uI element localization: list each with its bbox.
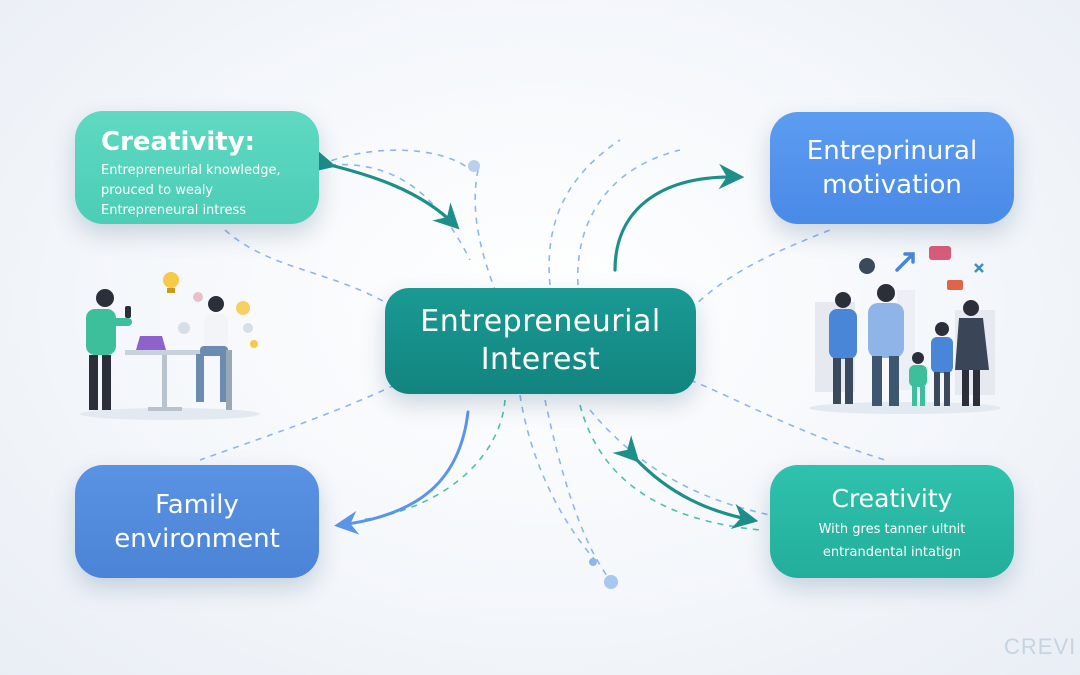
dashed-connector bbox=[319, 149, 471, 171]
node-text-line: Entrepreneural intress bbox=[101, 203, 246, 218]
dashed-connector bbox=[224, 229, 391, 306]
connector-dot bbox=[604, 575, 618, 589]
node-title: Creativity bbox=[831, 483, 953, 513]
node-creativity-bottom-right: Creativity With gres tanner ultnit entra… bbox=[770, 465, 1014, 578]
node-entrepreneurial-motivation: Entreprinural motivation bbox=[770, 112, 1014, 224]
dashed-connector bbox=[576, 149, 681, 286]
dashed-connector bbox=[589, 409, 771, 516]
arrow-center-creativity-right bbox=[612, 435, 759, 529]
center-node-entrepreneurial-interest: Entrepreneurial Interest bbox=[385, 288, 696, 394]
arrow-center-to-motivation bbox=[613, 163, 745, 272]
connector-dot bbox=[589, 558, 597, 566]
dashed-connector bbox=[548, 139, 621, 286]
center-node-line-2: Interest bbox=[480, 342, 601, 377]
arrow-creativity-to-center bbox=[308, 147, 460, 230]
node-title-line-2: environment bbox=[114, 523, 280, 554]
dashed-connector bbox=[544, 399, 611, 581]
dashed-connector bbox=[579, 404, 761, 531]
dashed-connector bbox=[199, 384, 396, 461]
person-with-laptop-illustration bbox=[80, 272, 260, 420]
arrow-center-to-family bbox=[334, 410, 470, 535]
dashed-connector bbox=[474, 169, 496, 291]
node-title-line-2: motivation bbox=[822, 170, 962, 200]
dashed-connector bbox=[329, 163, 471, 261]
node-family-environment: Family environment bbox=[75, 465, 319, 578]
dashed-connector bbox=[519, 394, 596, 561]
node-text-line: With gres tanner ultnit bbox=[818, 521, 966, 537]
dashed-connector bbox=[689, 379, 886, 461]
node-title-line-1: Entreprinural bbox=[806, 136, 978, 166]
family-group-illustration bbox=[809, 246, 1001, 414]
node-text-line: Entrepreneurial knowledge, bbox=[101, 163, 281, 178]
node-title: Creativity: bbox=[101, 127, 256, 157]
connector-dot bbox=[468, 160, 480, 172]
dashed-connector bbox=[359, 399, 506, 521]
node-creativity-top-left: Creativity: Entrepreneurial knowledge, p… bbox=[75, 111, 319, 224]
watermark: CREVI bbox=[1004, 634, 1077, 659]
center-node-line-1: Entrepreneurial bbox=[420, 304, 661, 339]
node-title-line-1: Family bbox=[155, 489, 239, 520]
node-text-line: prouced to wealy bbox=[101, 183, 214, 198]
node-text-line: entrandental intatign bbox=[822, 544, 962, 560]
